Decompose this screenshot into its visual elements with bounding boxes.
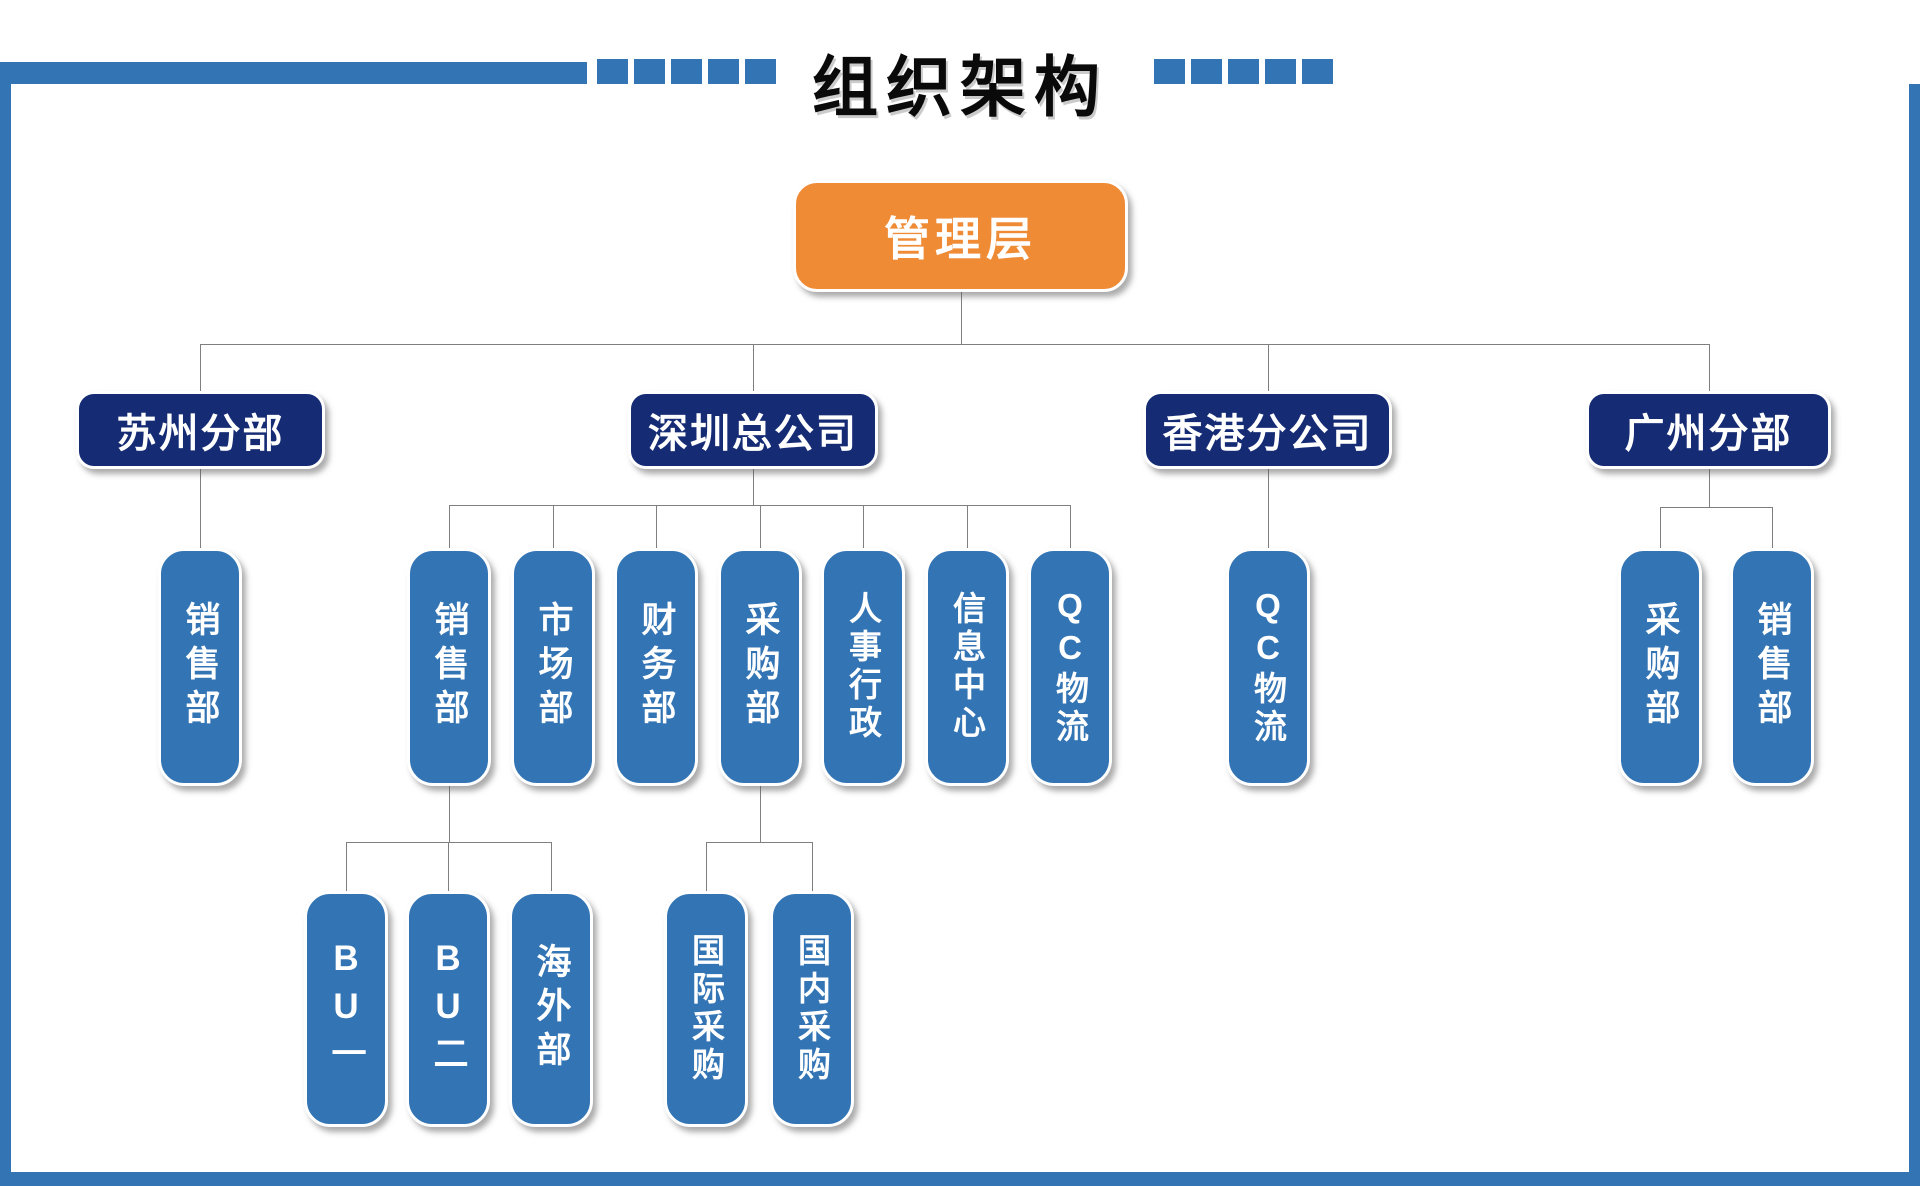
header-square	[1302, 59, 1333, 84]
connector-line	[346, 842, 347, 891]
header-square	[708, 59, 739, 84]
connector-line	[449, 505, 450, 548]
org-node-domestic-procurement: 国内采购	[770, 891, 854, 1127]
connector-line	[1268, 344, 1269, 391]
connector-line	[961, 292, 962, 344]
org-node-hk-qc-logistics: QC物流	[1226, 548, 1310, 786]
org-node-sz-procurement-dept: 采购部	[718, 548, 802, 786]
connector-line	[1070, 505, 1071, 548]
connector-line	[200, 344, 201, 391]
page-title: 组织架构	[812, 50, 1108, 124]
org-node-hongkong-branch: 香港分公司	[1143, 391, 1392, 469]
org-node-suzhou-sales-dept: 销售部	[158, 548, 242, 786]
connector-line	[551, 842, 552, 891]
org-node-guangzhou-branch: 广州分部	[1586, 391, 1831, 469]
connector-line	[656, 505, 657, 548]
connector-line	[863, 505, 864, 548]
org-node-sz-sales-dept: 销售部	[407, 548, 491, 786]
org-node-management: 管理层	[793, 180, 1128, 292]
connector-line	[553, 505, 554, 548]
connector-line	[200, 344, 1709, 345]
org-node-sz-marketing-dept: 市场部	[511, 548, 595, 786]
connector-line	[1772, 507, 1773, 548]
header-square	[745, 59, 776, 84]
org-node-suzhou-branch: 苏州分部	[76, 391, 325, 469]
header-square	[597, 59, 628, 84]
connector-line	[967, 505, 968, 548]
org-node-bu2: BU二	[406, 891, 490, 1127]
org-node-gz-sales-dept: 销售部	[1730, 548, 1814, 786]
org-node-sz-qc-logistics: QC物流	[1028, 548, 1112, 786]
connector-line	[1709, 469, 1710, 507]
org-node-sz-info-center: 信息中心	[925, 548, 1009, 786]
org-node-gz-procurement-dept: 采购部	[1618, 548, 1702, 786]
connector-line	[760, 786, 761, 842]
connector-line	[812, 842, 813, 891]
connector-line	[200, 469, 201, 548]
frame-border-right	[1909, 84, 1920, 1172]
connector-line	[706, 842, 707, 891]
frame-border-bottom	[0, 1172, 1920, 1186]
connector-line	[449, 505, 1070, 506]
frame-border-left	[0, 84, 11, 1172]
header-square	[671, 59, 702, 84]
org-node-overseas-dept: 海外部	[509, 891, 593, 1127]
header-square	[634, 59, 665, 84]
connector-line	[1709, 344, 1710, 391]
header-square	[1154, 59, 1185, 84]
connector-line	[1660, 507, 1772, 508]
org-node-shenzhen-headquarters: 深圳总公司	[628, 391, 878, 469]
connector-line	[753, 469, 754, 505]
connector-line	[449, 786, 450, 842]
header-bar-left	[0, 62, 587, 84]
org-node-sz-hr-admin-dept: 人事行政	[821, 548, 905, 786]
org-node-bu1: BU一	[304, 891, 388, 1127]
org-node-international-procurement: 国际采购	[664, 891, 748, 1127]
connector-line	[1268, 469, 1269, 548]
connector-line	[760, 505, 761, 548]
connector-line	[1660, 507, 1661, 548]
connector-line	[448, 842, 449, 891]
org-node-sz-finance-dept: 财务部	[614, 548, 698, 786]
header-square	[1265, 59, 1296, 84]
header-square	[1191, 59, 1222, 84]
connector-line	[753, 344, 754, 391]
connector-line	[706, 842, 812, 843]
header-square	[1228, 59, 1259, 84]
